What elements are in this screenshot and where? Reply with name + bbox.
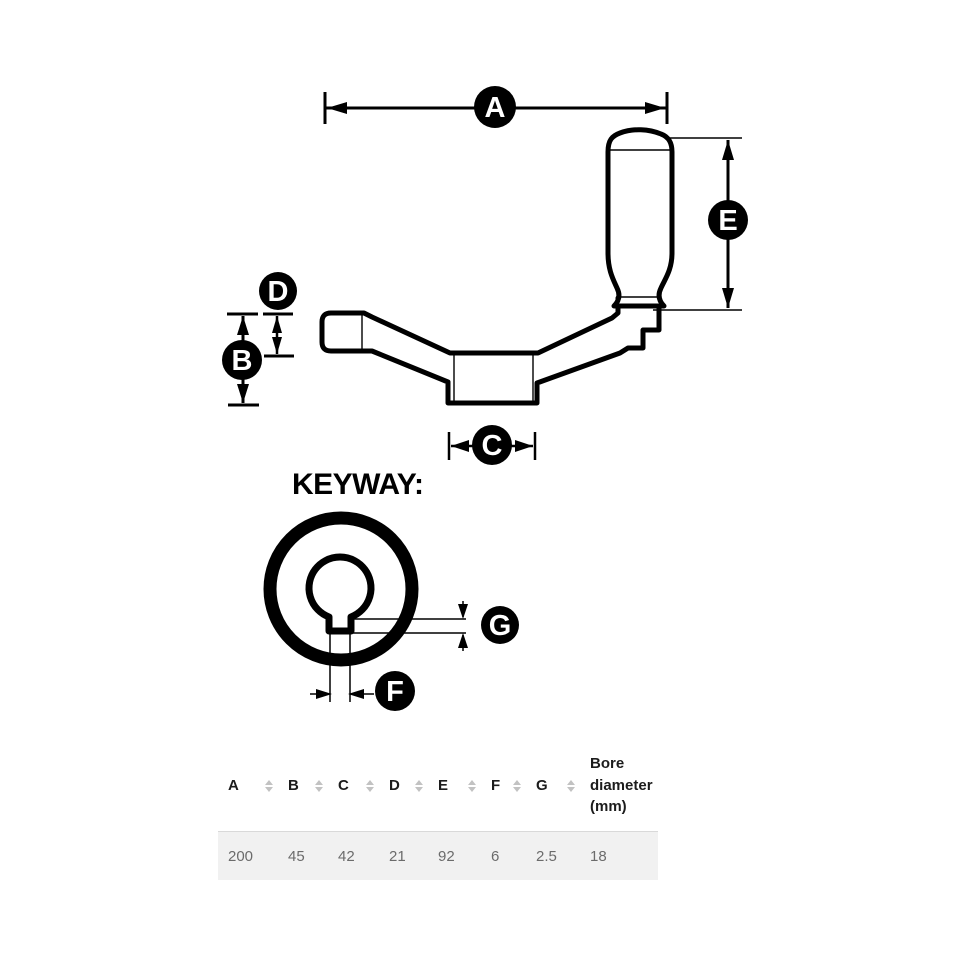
col-header-label: F — [491, 776, 501, 794]
crank-arm-body — [319, 295, 662, 406]
col-header-e[interactable]: E — [428, 775, 481, 797]
arrow-up-icon — [458, 633, 468, 648]
dim-b-badge — [222, 340, 262, 380]
sort-icon[interactable] — [513, 779, 521, 792]
col-header-d[interactable]: D — [379, 775, 428, 797]
arrow-down-icon — [458, 604, 468, 619]
cell-g: 2.5 — [536, 847, 557, 865]
knob-body — [605, 127, 675, 309]
arrow-down-icon — [237, 384, 249, 403]
dim-g-letter: G — [489, 610, 512, 642]
col-header-g[interactable]: G — [526, 775, 580, 797]
dim-g-badge — [481, 606, 519, 644]
dim-a-badge — [474, 86, 516, 128]
col-header-label: E — [438, 776, 449, 794]
arrow-up-icon — [237, 316, 249, 335]
dim-e-badge — [708, 200, 748, 240]
cell-c: 42 — [338, 847, 355, 865]
dim-b-letter: B — [232, 345, 253, 377]
dim-e-letter: E — [718, 205, 737, 237]
arrow-down-icon — [272, 337, 282, 354]
sort-icon[interactable] — [315, 779, 323, 792]
dimension-b-d: B D — [222, 272, 297, 407]
arrow-down-icon — [722, 288, 734, 308]
arrow-right-icon — [316, 689, 332, 699]
col-header-label: A — [228, 776, 239, 794]
arrow-left-icon — [451, 440, 469, 452]
col-header-f[interactable]: F — [481, 775, 526, 797]
keyway-title: KEYWAY: — [292, 468, 424, 501]
col-header-label: B — [288, 776, 299, 794]
cell-a: 200 — [228, 847, 254, 865]
keyway-figure: G F — [263, 511, 519, 711]
cell-d: 21 — [389, 847, 406, 865]
cell-bore-diameter: 18 — [590, 847, 607, 865]
col-header-b[interactable]: B — [278, 775, 328, 797]
dimension-c: C — [447, 425, 537, 465]
cell-b: 45 — [288, 847, 305, 865]
sort-icon[interactable] — [366, 779, 374, 792]
col-header-label: G — [536, 776, 548, 794]
arrow-left-icon — [348, 689, 364, 699]
col-header-label: Bore diameter (mm) — [590, 754, 653, 816]
dim-f-letter: F — [386, 676, 404, 708]
arrow-left-icon — [327, 102, 347, 114]
spec-table: A B C D E F G Bore diameter (mm) — [218, 740, 658, 880]
arrow-up-icon — [272, 316, 282, 333]
arrow-up-icon — [722, 140, 734, 160]
dim-a-letter: A — [485, 92, 506, 124]
spec-table-header: A B C D E F G Bore diameter (mm) — [218, 740, 658, 832]
cell-f: 6 — [491, 847, 500, 865]
arrow-right-icon — [645, 102, 665, 114]
col-header-c[interactable]: C — [328, 775, 379, 797]
dimension-g: G — [351, 601, 519, 651]
col-header-bore-diameter[interactable]: Bore diameter (mm) — [580, 753, 658, 818]
sort-icon[interactable] — [567, 779, 575, 792]
dimension-f: F — [310, 631, 415, 711]
dim-c-letter: C — [482, 430, 503, 462]
dim-d-badge — [259, 272, 297, 310]
cell-e: 92 — [438, 847, 455, 865]
dimension-a: A — [323, 86, 669, 128]
dim-c-badge — [472, 425, 512, 465]
keyway-bore-with-slot — [305, 553, 375, 635]
col-header-label: D — [389, 776, 400, 794]
dim-f-badge — [375, 671, 415, 711]
table-row: 200 45 42 21 92 6 2.5 18 — [218, 832, 658, 880]
sort-icon[interactable] — [468, 779, 476, 792]
crank-handle-diagram: A E B D — [222, 86, 748, 711]
dim-d-letter: D — [268, 276, 289, 308]
col-header-a[interactable]: A — [218, 775, 278, 797]
arrow-right-icon — [515, 440, 533, 452]
sort-icon[interactable] — [415, 779, 423, 792]
sort-icon[interactable] — [265, 779, 273, 792]
dimension-e: E — [653, 137, 748, 311]
col-header-label: C — [338, 776, 349, 794]
